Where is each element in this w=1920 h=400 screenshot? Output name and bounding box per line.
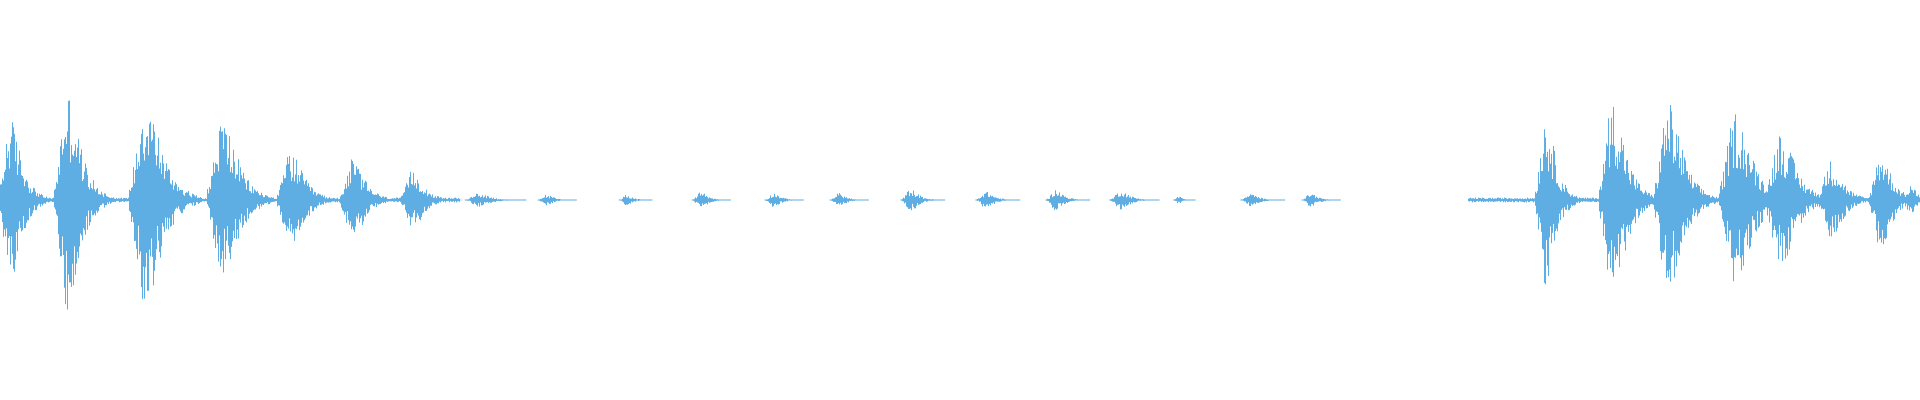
waveform-trace — [0, 100, 1920, 310]
